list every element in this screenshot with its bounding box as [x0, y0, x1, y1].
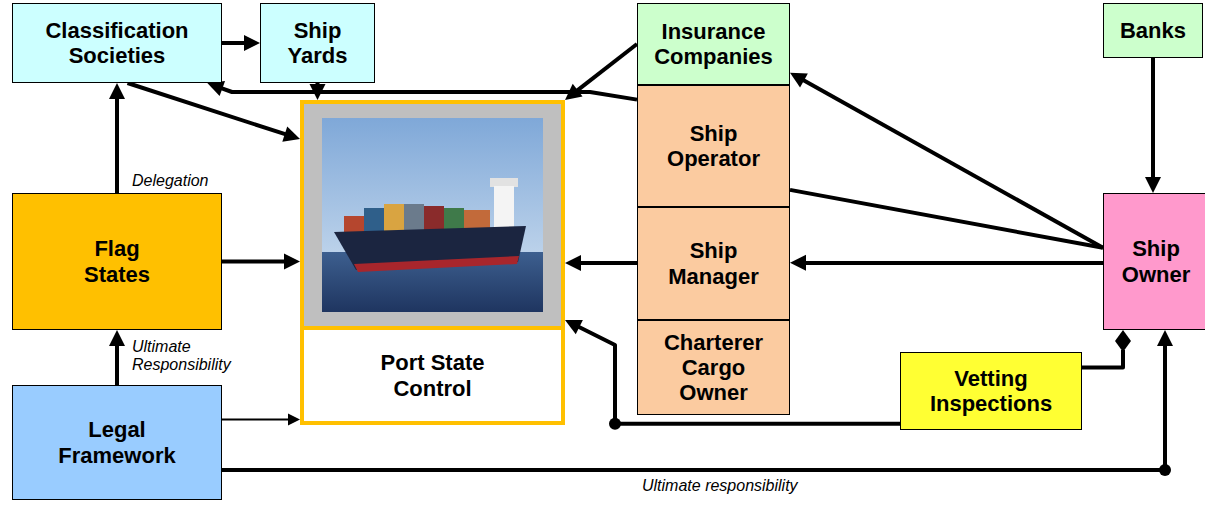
- arrow-head: [207, 81, 225, 96]
- connector-arrow: [222, 414, 300, 426]
- aggregation-diamond: [1115, 330, 1131, 352]
- arrow-head: [790, 73, 808, 88]
- container: [464, 210, 490, 230]
- connector-arrow: [109, 330, 125, 385]
- label-group: Flag States: [72, 236, 162, 287]
- entity-box: Ship Yards: [260, 3, 375, 83]
- label-group: Charterer Cargo Owner: [654, 330, 774, 406]
- connector-line: [222, 419, 290, 421]
- label-group: Ship Operator: [649, 121, 779, 172]
- connector-line: [1082, 350, 1123, 368]
- connector-arrow: [222, 254, 300, 270]
- edge-label: Ultimate Responsibility: [130, 338, 274, 375]
- connector-line: [1151, 58, 1155, 179]
- arrow-head: [565, 255, 581, 271]
- ship-bridge: [490, 178, 518, 187]
- entity-box: Classification Societies: [12, 3, 222, 83]
- arrow-head: [244, 35, 260, 51]
- connector-arrow: [1145, 58, 1161, 193]
- ship-photo: [304, 104, 561, 326]
- label-group: Insurance Companies: [644, 19, 784, 70]
- ship-superstructure: [494, 186, 514, 230]
- arrow-head: [109, 83, 125, 99]
- label-group: Vetting Inspections: [906, 366, 1076, 417]
- entity-box: Charterer Cargo Owner: [637, 320, 790, 415]
- connector-line: [115, 97, 119, 193]
- arrow-head: [288, 414, 300, 426]
- entity-box: Vetting Inspections: [900, 352, 1082, 430]
- connector-arrow: [790, 190, 1103, 248]
- container: [404, 204, 424, 232]
- label-group: Legal Framework: [32, 417, 202, 468]
- box-label: Ship Owner: [1108, 236, 1204, 287]
- connector-line: [576, 44, 637, 91]
- entity-box: Ship Operator: [637, 85, 790, 207]
- label-group: Port State Control: [358, 350, 508, 401]
- container: [344, 216, 364, 232]
- box-label: Legal Framework: [32, 417, 202, 468]
- connector-line: [221, 88, 638, 100]
- box-label: Ship Operator: [649, 121, 779, 172]
- box-label: Charterer Cargo Owner: [654, 330, 774, 406]
- ship-waterline: [354, 256, 519, 272]
- box-label: Classification Societies: [22, 18, 212, 69]
- edge-label: Ultimate responsibility: [640, 477, 800, 495]
- arrow-head: [109, 330, 125, 346]
- entity-box: Legal Framework: [12, 385, 222, 500]
- photo-sky: [322, 118, 543, 312]
- label-panel: Port State Control: [304, 326, 561, 421]
- box-label: Ship Manager: [649, 238, 779, 289]
- box-label: Banks: [1120, 18, 1186, 43]
- entity-box: Flag States: [12, 193, 222, 330]
- connector-arrow: [565, 255, 637, 271]
- label-group: Banks: [1120, 18, 1186, 43]
- connector-line: [222, 260, 286, 264]
- arrow-head: [284, 254, 300, 270]
- connector-line: [579, 261, 637, 265]
- edge-label: Delegation: [130, 172, 211, 190]
- label-group: Ship Yards: [268, 18, 368, 69]
- junction-dot: [609, 418, 621, 430]
- junction-dot: [1159, 464, 1171, 476]
- container: [424, 206, 444, 232]
- connector-line: [804, 261, 1103, 265]
- box-label: Ship Yards: [268, 18, 368, 69]
- arrow-head: [1157, 330, 1173, 346]
- entity-box: Ship Manager: [637, 207, 790, 320]
- photo-frame: [304, 104, 561, 326]
- entity-box: Ship Owner: [1103, 193, 1205, 330]
- connector-arrow: [565, 320, 900, 430]
- entity-box: Insurance Companies: [637, 3, 790, 85]
- arrow-head: [282, 126, 300, 141]
- arrow-head: [790, 255, 806, 271]
- connector-arrow: [222, 35, 260, 51]
- container: [384, 204, 404, 232]
- box-label: Vetting Inspections: [906, 366, 1076, 417]
- container: [364, 208, 384, 232]
- label-group: Ship Manager: [649, 238, 779, 289]
- connector-line: [115, 344, 119, 385]
- connector-line: [802, 80, 1103, 248]
- connector-line: [790, 190, 1103, 248]
- box-label: Insurance Companies: [644, 19, 784, 70]
- connector-arrow: [207, 81, 637, 100]
- connector-arrow: [790, 255, 1103, 271]
- box-label: Flag States: [72, 236, 162, 287]
- arrow-head: [565, 320, 583, 334]
- port-state-control-box: Port State Control: [300, 100, 565, 425]
- arrow-head: [1145, 177, 1161, 193]
- label-group: Ship Owner: [1108, 236, 1204, 287]
- entity-box: Banks: [1103, 3, 1203, 58]
- connector-arrow: [790, 73, 1103, 248]
- box-label: Port State Control: [358, 350, 508, 401]
- connector-arrow: [109, 83, 125, 193]
- connector-line: [222, 41, 246, 45]
- label-group: Classification Societies: [22, 18, 212, 69]
- connector-arrow: [1082, 330, 1131, 368]
